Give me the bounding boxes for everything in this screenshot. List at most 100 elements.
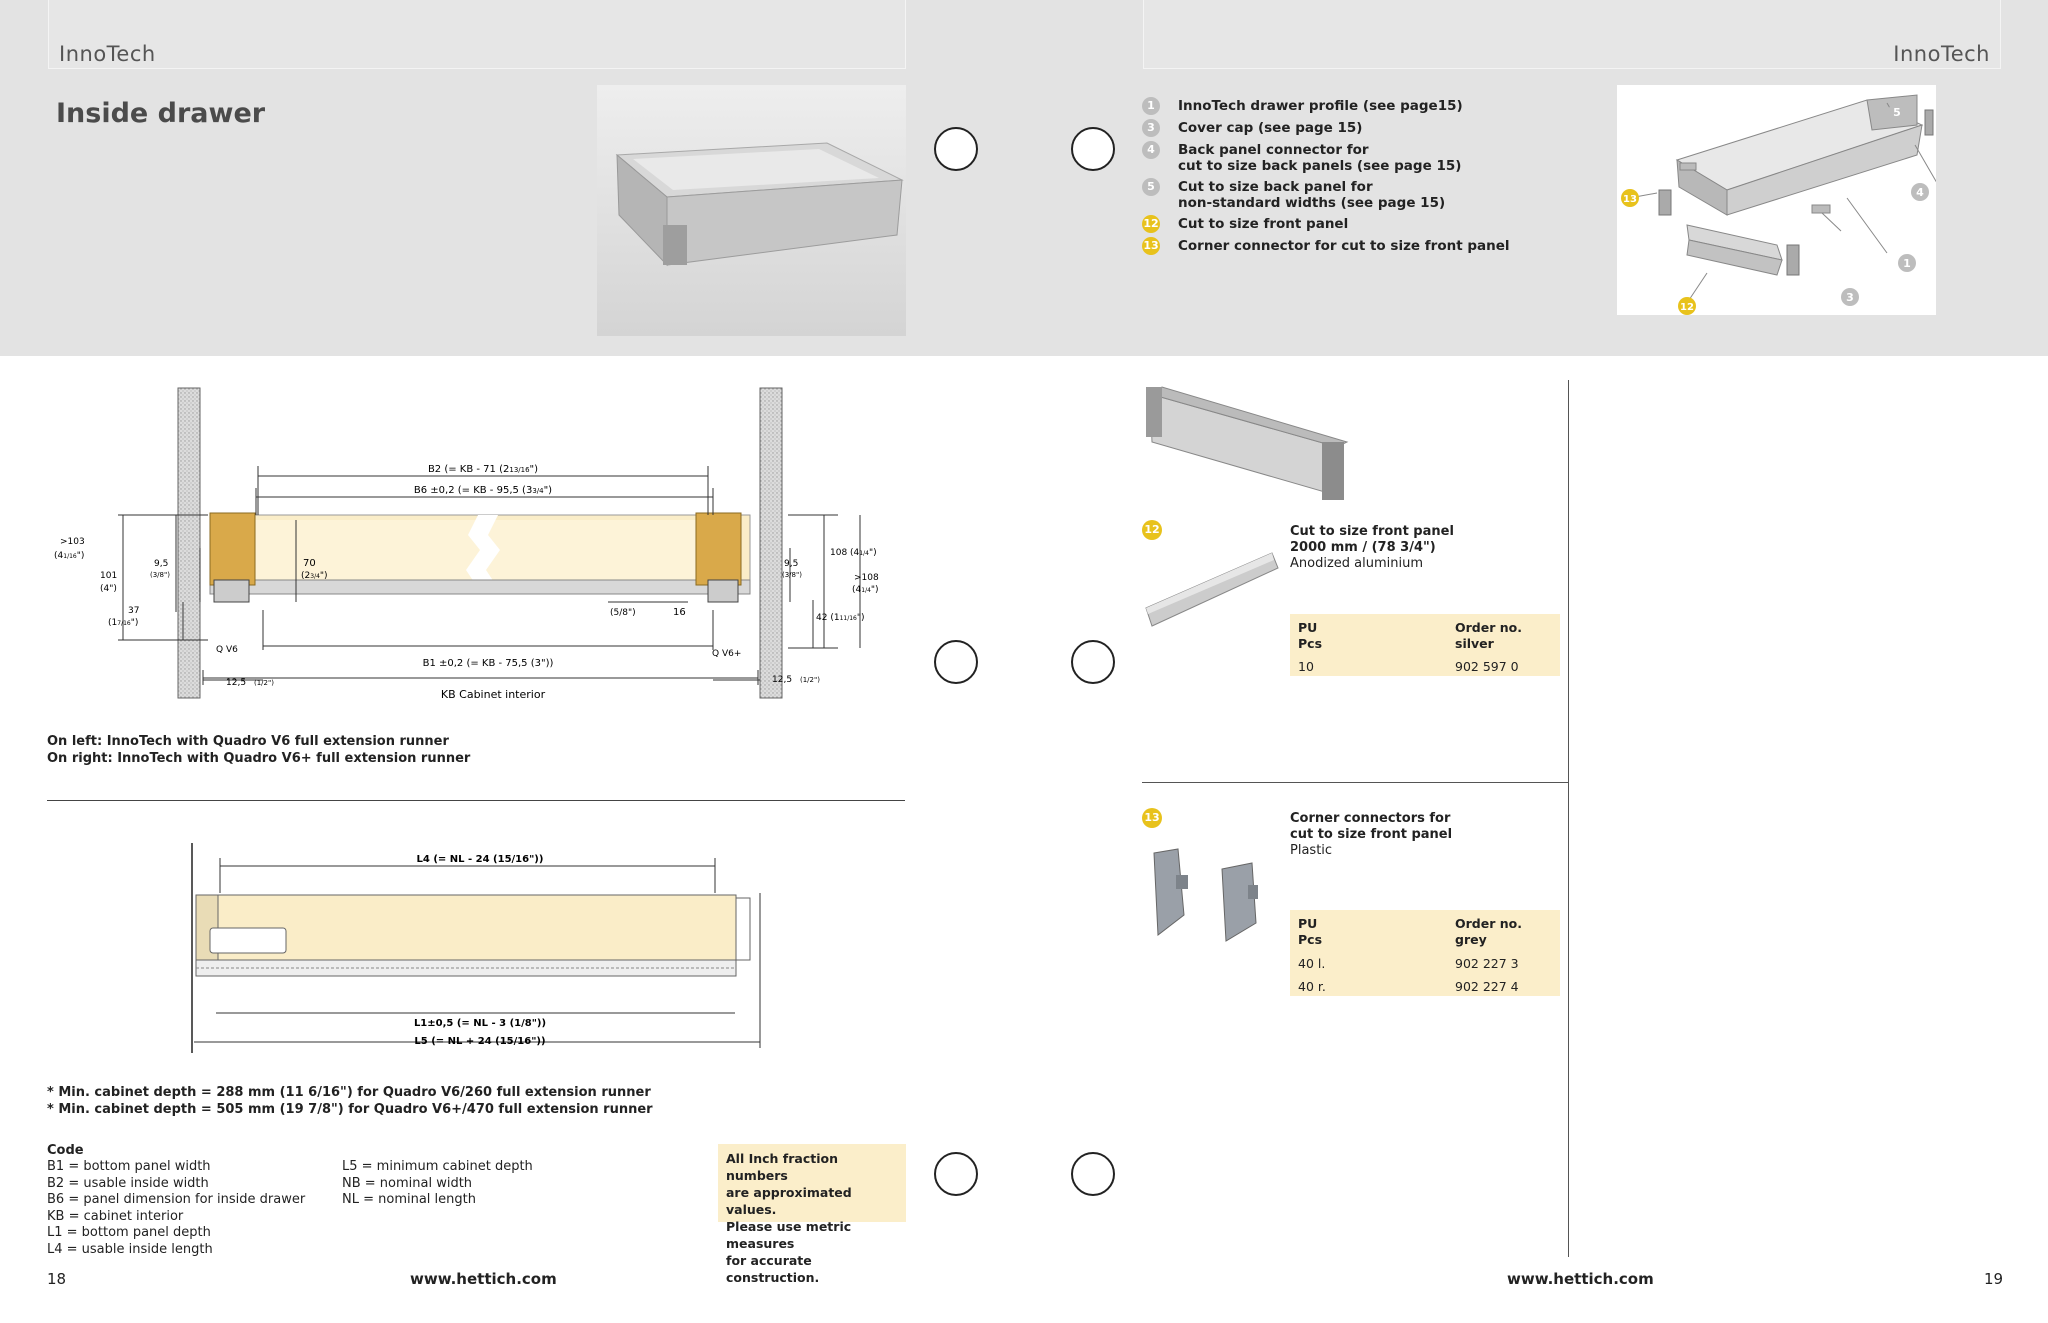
legend-label: Cut to size back panel for xyxy=(1178,179,1373,195)
dim-gt103: >103 xyxy=(60,537,85,547)
dim-70-in: (2 xyxy=(301,571,310,581)
product12-order-table: PU Pcs Order no. silver 10 902 597 0 xyxy=(1290,614,1560,676)
left-header-box: InnoTech xyxy=(48,0,906,69)
page-title: Inside drawer xyxy=(56,98,266,129)
code-legend: Code B1 = bottom panel width B2 = usable… xyxy=(47,1142,305,1258)
label-qv6: Q V6 xyxy=(216,645,238,655)
dim-70: 70 xyxy=(303,558,316,569)
legend-item: 5 Cut to size back panel for non-standar… xyxy=(1142,178,1562,216)
legend-number: 3 xyxy=(1142,119,1160,137)
dim-l1: L1±0,5 (= NL - 3 (1/8")) xyxy=(414,1018,546,1029)
svg-text:(17/16"): (17/16") xyxy=(108,618,138,628)
binder-hole xyxy=(934,640,978,684)
dim-b2-frac: 13/16 xyxy=(509,466,530,474)
dim-101: 101 xyxy=(100,571,117,581)
table-cell: 40 l. xyxy=(1298,956,1326,971)
product-number-12: 12 xyxy=(1142,520,1162,540)
dim-l4: L4 (= NL - 24 (15/16")) xyxy=(417,854,544,865)
dim-kb: KB Cabinet interior xyxy=(441,688,546,701)
page-number-left: 18 xyxy=(47,1270,67,1288)
table-cell: 40 r. xyxy=(1298,979,1326,994)
dim-42: 42 (1 xyxy=(816,613,840,623)
binder-hole xyxy=(1071,1152,1115,1196)
table-header: silver xyxy=(1455,636,1494,651)
product13-material: Plastic xyxy=(1290,843,1333,858)
svg-text:B6 ±0,2 (= KB - 95,5 (33/4"): B6 ±0,2 (= KB - 95,5 (33/4") xyxy=(414,485,552,496)
legend-label: Cover cap (see page 15) xyxy=(1178,120,1363,136)
product13-title-2: cut to size front panel xyxy=(1290,827,1453,842)
dim-37: 37 xyxy=(128,606,139,616)
diagram1-caption-1: On left: InnoTech with Quadro V6 full ex… xyxy=(47,734,449,749)
dim-9-5-left-in: (3/8") xyxy=(150,571,170,579)
table-header: Pcs xyxy=(1298,636,1323,651)
divider xyxy=(47,800,905,801)
legend-label: Back panel connector for xyxy=(1178,142,1369,158)
legend-number: 5 xyxy=(1142,178,1160,196)
code-title: Code xyxy=(47,1143,84,1158)
vertical-rule xyxy=(1568,380,1569,1257)
code-item: KB = cabinet interior xyxy=(47,1208,184,1224)
url-left[interactable]: www.hettich.com xyxy=(410,1270,557,1288)
legend-label: cut to size back panels (see page 15) xyxy=(1178,158,1462,174)
legend-number: 1 xyxy=(1142,97,1160,115)
product12-title-2: 2000 mm / (78 3/4") xyxy=(1290,540,1436,555)
product13-order-table: PU Pcs Order no. grey 40 l. 902 227 3 40… xyxy=(1290,910,1560,996)
svg-text:108 (41/4"): 108 (41/4") xyxy=(830,548,877,558)
svg-text:(41/16"): (41/16") xyxy=(54,551,84,561)
code-item: NB = nominal width xyxy=(342,1175,473,1191)
front-panel-profile-image xyxy=(1142,538,1282,628)
code-item: NL = nominal length xyxy=(342,1192,476,1207)
code-item: L1 = bottom panel depth xyxy=(47,1225,211,1240)
dim-b2: B2 (= KB - 71 (2 xyxy=(428,464,509,475)
binder-hole xyxy=(1071,640,1115,684)
dim-l5: L5 (= NL + 24 (15/16")) xyxy=(414,1036,545,1047)
diagram1-caption-2: On right: InnoTech with Quadro V6+ full … xyxy=(47,751,471,766)
callout-5: 5 xyxy=(1893,106,1901,119)
dim-9-5-right-in: (3/8") xyxy=(782,571,802,579)
code-item: L5 = minimum cabinet depth xyxy=(342,1159,533,1174)
dim-b6: B6 ±0,2 (= KB - 95,5 (3 xyxy=(414,485,532,496)
legend-item: 12 Cut to size front panel xyxy=(1142,215,1562,238)
product12-material: Anodized aluminium xyxy=(1290,556,1424,571)
dim-gt108-in: (4 xyxy=(852,585,862,595)
dim-gt103-in: (4 xyxy=(54,551,64,561)
right-header-box: InnoTech xyxy=(1143,0,2001,69)
svg-text:42 (111/16"): 42 (111/16") xyxy=(816,613,865,623)
table-header: Pcs xyxy=(1298,932,1323,947)
legend-number: 4 xyxy=(1142,141,1160,159)
table-header: PU xyxy=(1298,916,1318,931)
legend-label: Cut to size front panel xyxy=(1178,216,1349,232)
min-depth-v6: * Min. cabinet depth = 288 mm (11 6/16")… xyxy=(47,1085,651,1100)
callout-12: 12 xyxy=(1680,302,1694,313)
code-item: B2 = usable inside width xyxy=(47,1175,209,1191)
url-right[interactable]: www.hettich.com xyxy=(1507,1270,1654,1288)
dim-16-in: (5/8") xyxy=(610,608,636,618)
code-item: B1 = bottom panel width xyxy=(47,1159,211,1174)
svg-text:B2 (= KB - 71 (213/16"): B2 (= KB - 71 (213/16") xyxy=(428,464,538,475)
page-number-right: 19 xyxy=(1984,1270,2004,1288)
dim-101-in: (4") xyxy=(100,584,117,594)
side-section-diagram: L4 (= NL - 24 (15/16")) L1±0,5 (= NL - 3… xyxy=(180,838,780,1058)
right-brand: InnoTech xyxy=(1893,42,1990,66)
code-item: B6 = panel dimension for inside drawer xyxy=(47,1192,306,1207)
code-item: L4 = usable inside length xyxy=(47,1241,213,1257)
legend-item: 13 Corner connector for cut to size fron… xyxy=(1142,237,1562,260)
dim-12-5-right-in: (1/2") xyxy=(800,676,820,684)
legend-item: 3 Cover cap (see page 15) xyxy=(1142,119,1562,142)
table-cell: 902 227 4 xyxy=(1455,979,1519,994)
legend-number: 13 xyxy=(1142,237,1160,255)
legend-item: 1 InnoTech drawer profile (see page15) xyxy=(1142,97,1562,120)
code-legend-2: L5 = minimum cabinet depth NB = nominal … xyxy=(342,1159,533,1209)
note-line: Please use metric measures xyxy=(726,1219,852,1251)
table-header: grey xyxy=(1455,932,1487,947)
product12-title-1: Cut to size front panel xyxy=(1290,524,1454,539)
dim-37-in: (1 xyxy=(108,618,117,628)
table-header: PU xyxy=(1298,620,1318,635)
front-panel-image xyxy=(1142,382,1352,502)
note-line: are approximated values. xyxy=(726,1185,852,1217)
dim-b1: B1 ±0,2 (= KB - 75,5 (3")) xyxy=(423,658,554,669)
product-number-13: 13 xyxy=(1142,808,1162,828)
table-cell: 902 227 3 xyxy=(1455,956,1519,971)
inch-fraction-note: All Inch fraction numbers are approximat… xyxy=(718,1144,906,1285)
dim-b6-frac: 3/4 xyxy=(532,487,544,495)
